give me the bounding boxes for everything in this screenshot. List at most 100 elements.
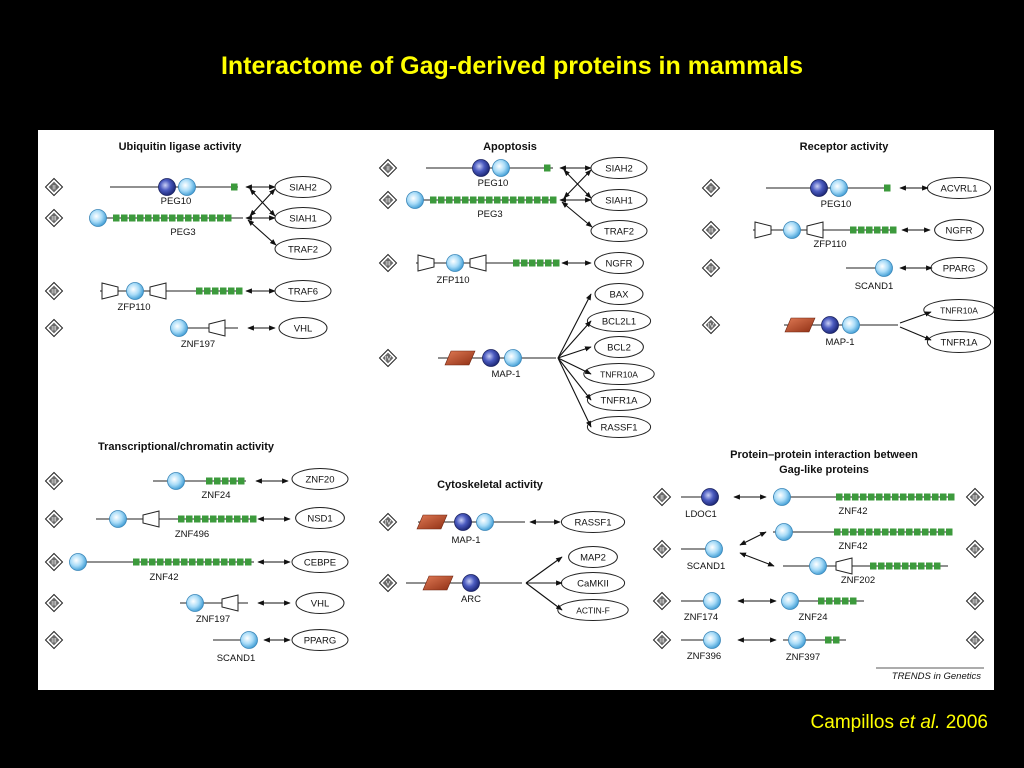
zinc-finger-domain — [177, 214, 184, 222]
peg-domain — [810, 179, 828, 197]
zinc-finger-domain — [868, 493, 875, 501]
ltr-domain — [89, 209, 107, 227]
zinc-finger-domain — [157, 558, 164, 566]
krab-domain — [208, 319, 226, 337]
target-protein-label: TRAF6 — [288, 287, 318, 298]
zinc-finger-domain — [940, 493, 947, 501]
protein-name-label: MAP-1 — [451, 535, 480, 546]
zinc-finger-domain — [478, 196, 485, 204]
interaction-arrow — [899, 311, 932, 324]
zinc-finger-domain — [886, 562, 893, 570]
ltr-domain — [703, 592, 721, 610]
zinc-finger-domain — [502, 196, 509, 204]
class-badge-label: III — [708, 266, 714, 273]
death-domain — [444, 350, 476, 366]
class-badge-label: III — [659, 547, 665, 554]
zinc-finger-domain — [860, 493, 867, 501]
zinc-finger-domain — [946, 528, 953, 536]
ltr-domain — [178, 178, 196, 196]
zinc-finger-domain — [534, 196, 541, 204]
zinc-finger-domain — [446, 196, 453, 204]
peg-domain — [454, 513, 472, 531]
zinc-finger-domain — [237, 558, 244, 566]
zinc-finger-domain — [213, 558, 220, 566]
class-badge-label: III — [972, 547, 978, 554]
zinc-finger-domain — [225, 214, 232, 222]
zinc-finger-domain — [850, 528, 857, 536]
interaction-arrow — [249, 188, 276, 217]
zinc-finger-domain — [202, 515, 209, 523]
class-badge-label: III — [51, 560, 57, 567]
protein-name-label: ZFP110 — [813, 239, 846, 250]
protein-name-label: ZFP110 — [436, 275, 469, 286]
zinc-finger-domain — [245, 558, 252, 566]
protein-name-label: ZNF174 — [684, 612, 718, 623]
zinc-finger-domain — [205, 558, 212, 566]
target-protein-ellipse — [295, 507, 345, 529]
class-badge-label: V — [386, 581, 391, 588]
zinc-finger-domain — [518, 196, 525, 204]
zinc-finger-domain — [231, 183, 238, 191]
zinc-finger-domain — [544, 164, 551, 172]
target-protein-label: RASSF1 — [601, 423, 638, 434]
zinc-finger-domain — [234, 515, 241, 523]
zinc-finger-domain — [934, 562, 941, 570]
zinc-finger-domain — [513, 259, 520, 267]
zinc-finger-domain — [214, 477, 221, 485]
zinc-finger-domain — [529, 259, 536, 267]
protein-name-label: MAP-1 — [491, 369, 520, 380]
zinc-finger-domain — [914, 528, 921, 536]
ltr-domain — [875, 259, 893, 277]
protein-name-label: ZNF197 — [181, 339, 215, 350]
zinc-finger-domain — [874, 226, 881, 234]
citation-etal: et al. — [899, 712, 941, 733]
ltr-domain — [703, 631, 721, 649]
target-protein-ellipse — [934, 219, 984, 241]
zinc-finger-domain — [228, 287, 235, 295]
protein-name-label: ZNF24 — [798, 612, 827, 623]
zinc-finger-domain — [204, 287, 211, 295]
zinc-finger-domain — [230, 477, 237, 485]
target-protein-label: RASSF1 — [575, 518, 612, 529]
class-badge-fill — [382, 352, 394, 364]
peg-domain — [821, 316, 839, 334]
zinc-finger-domain — [545, 259, 552, 267]
protein-name-label: ZNF42 — [149, 572, 178, 583]
zinc-finger-domain — [194, 515, 201, 523]
krab-domain — [417, 254, 435, 272]
class-badge-label: III — [972, 599, 978, 606]
zinc-finger-domain — [238, 477, 245, 485]
interaction-arrow — [563, 169, 592, 199]
peg-domain — [701, 488, 719, 506]
class-badge-label: II — [709, 186, 713, 193]
ltr-domain — [788, 631, 806, 649]
zinc-finger-domain — [226, 515, 233, 523]
citation-year: 2006 — [945, 712, 988, 733]
zinc-finger-domain — [161, 214, 168, 222]
protein-name-label: PEG10 — [161, 196, 192, 207]
zinc-finger-domain — [133, 558, 140, 566]
zinc-finger-domain — [186, 515, 193, 523]
class-badge-label: IV — [385, 356, 392, 363]
target-protein-label: TNFR10A — [600, 370, 638, 380]
zinc-finger-domain — [910, 562, 917, 570]
class-badge-label: III — [51, 289, 57, 296]
class-badge-label: III — [51, 326, 57, 333]
target-protein-label: BCL2L1 — [602, 317, 636, 328]
target-protein-label: SIAH1 — [289, 214, 316, 225]
protein-name-label: SCAND1 — [855, 281, 894, 292]
zinc-finger-domain — [193, 214, 200, 222]
zinc-finger-domain — [898, 528, 905, 536]
ltr-domain — [406, 191, 424, 209]
ltr-domain — [69, 553, 87, 571]
zinc-finger-domain — [922, 528, 929, 536]
zinc-finger-domain — [818, 597, 825, 605]
zinc-finger-domain — [185, 214, 192, 222]
interaction-arrow — [557, 357, 592, 428]
class-badge-label: III — [659, 638, 665, 645]
krab-domain — [149, 282, 167, 300]
interaction-arrow — [557, 346, 592, 359]
zinc-finger-domain — [930, 528, 937, 536]
zinc-finger-domain — [833, 636, 840, 644]
class-badge-label: III — [385, 261, 391, 268]
